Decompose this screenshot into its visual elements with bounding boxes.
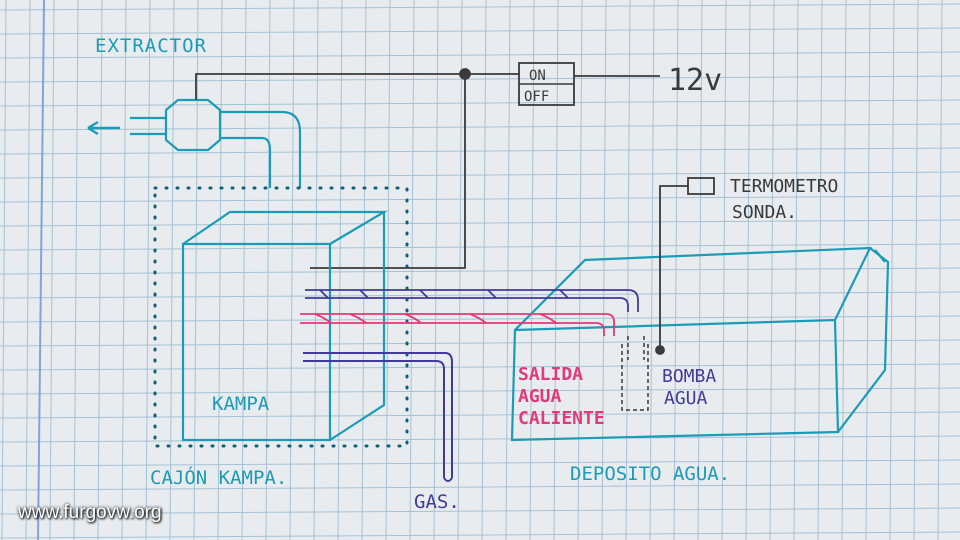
label-switch-off: OFF	[524, 89, 549, 105]
grid-line-vertical	[721, 0, 727, 540]
water-pump	[621, 336, 649, 411]
grid-line-vertical	[841, 0, 847, 540]
grid-line-vertical	[529, 0, 535, 540]
grid-line-horizontal	[0, 363, 960, 371]
grid-line-horizontal	[0, 531, 960, 539]
water-tank	[510, 246, 890, 442]
grid-line-horizontal	[0, 267, 960, 275]
grid-line-horizontal	[0, 339, 960, 347]
pink-hot-water-pipe	[300, 313, 615, 336]
grid-line-horizontal	[0, 147, 960, 155]
label-12v: 12v	[668, 63, 722, 98]
grid-line-vertical	[73, 0, 79, 540]
grid-line-horizontal	[0, 435, 960, 443]
grid-line-vertical	[913, 0, 919, 540]
grid-line-vertical	[1, 0, 7, 540]
grid-line-vertical	[433, 0, 439, 540]
label-gas: GAS.	[414, 491, 460, 513]
label-caliente: CALIENTE	[518, 408, 605, 429]
grid-line-vertical	[793, 0, 799, 540]
grid-line-vertical	[481, 0, 487, 540]
grid-line-horizontal	[0, 291, 960, 299]
grid-line-vertical	[553, 0, 559, 540]
grid-line-horizontal	[0, 51, 960, 59]
purple-gas-pipe	[303, 352, 453, 482]
grid-line-vertical	[361, 0, 367, 540]
watermark-text: www.furgovw.org	[18, 502, 162, 523]
grid-line-vertical	[505, 0, 511, 540]
grid-line-vertical	[409, 0, 415, 540]
grid-line-horizontal	[0, 459, 960, 467]
grid-line-vertical	[145, 0, 151, 540]
grid-line-vertical	[217, 0, 223, 540]
label-switch-on: ON	[529, 68, 546, 84]
label-cajon-kampa: CAJÓN KAMPA.	[150, 465, 287, 489]
on-off-switch	[518, 62, 575, 106]
grid-line-vertical	[385, 0, 391, 540]
grid-line-vertical	[289, 0, 295, 540]
grid-line-vertical	[49, 0, 55, 540]
label-deposito-agua: DEPOSITO AGUA.	[570, 463, 730, 485]
grid-line-horizontal	[0, 195, 960, 203]
thermometer-probe	[655, 177, 715, 355]
grid-line-vertical	[193, 0, 199, 540]
label-extractor: EXTRACTOR	[95, 35, 207, 57]
grid-line-vertical	[817, 0, 823, 540]
margin-line	[37, 0, 45, 540]
grid-line-vertical	[889, 0, 895, 540]
grid-line-horizontal	[0, 387, 960, 395]
grid-line-vertical	[865, 0, 871, 540]
grid-line-horizontal	[0, 483, 960, 491]
grid-line-horizontal	[0, 243, 960, 251]
purple-pipe-tank	[305, 289, 639, 312]
label-bomba: BOMBA	[662, 366, 716, 387]
grid-line-horizontal	[0, 507, 960, 515]
grid-line-horizontal	[0, 171, 960, 179]
grid-line-vertical	[265, 0, 271, 540]
label-salida-agua: AGUA	[518, 386, 562, 407]
grid-line-vertical	[937, 0, 943, 540]
grid-line-horizontal	[0, 411, 960, 419]
grid-line-horizontal	[0, 99, 960, 107]
grid-line-vertical	[769, 0, 775, 540]
grid-line-vertical	[121, 0, 127, 540]
label-bomba-agua: AGUA	[664, 388, 708, 409]
grid-line-horizontal	[0, 27, 960, 35]
grid-line-horizontal	[0, 123, 960, 131]
grid-line-horizontal	[0, 75, 960, 83]
grid-line-vertical	[25, 0, 31, 540]
grid-line-vertical	[745, 0, 751, 540]
grid-line-vertical	[97, 0, 103, 540]
grid-line-vertical	[241, 0, 247, 540]
grid-line-vertical	[169, 0, 175, 540]
cajon-dotted-box	[153, 186, 409, 448]
label-salida: SALIDA	[518, 364, 583, 385]
power-wiring	[195, 68, 660, 269]
label-termometro: TERMOMETRO	[730, 176, 838, 197]
grid-line-horizontal	[0, 3, 960, 11]
grid-line-vertical	[313, 0, 319, 540]
label-kampa: KAMPA	[212, 393, 270, 415]
grid-line-vertical	[457, 0, 463, 540]
kampa-heater	[181, 210, 389, 442]
grid-line-vertical	[337, 0, 343, 540]
label-sonda: SONDA.	[732, 202, 797, 223]
grid-line-horizontal	[0, 219, 960, 227]
extractor-fan	[87, 98, 302, 188]
